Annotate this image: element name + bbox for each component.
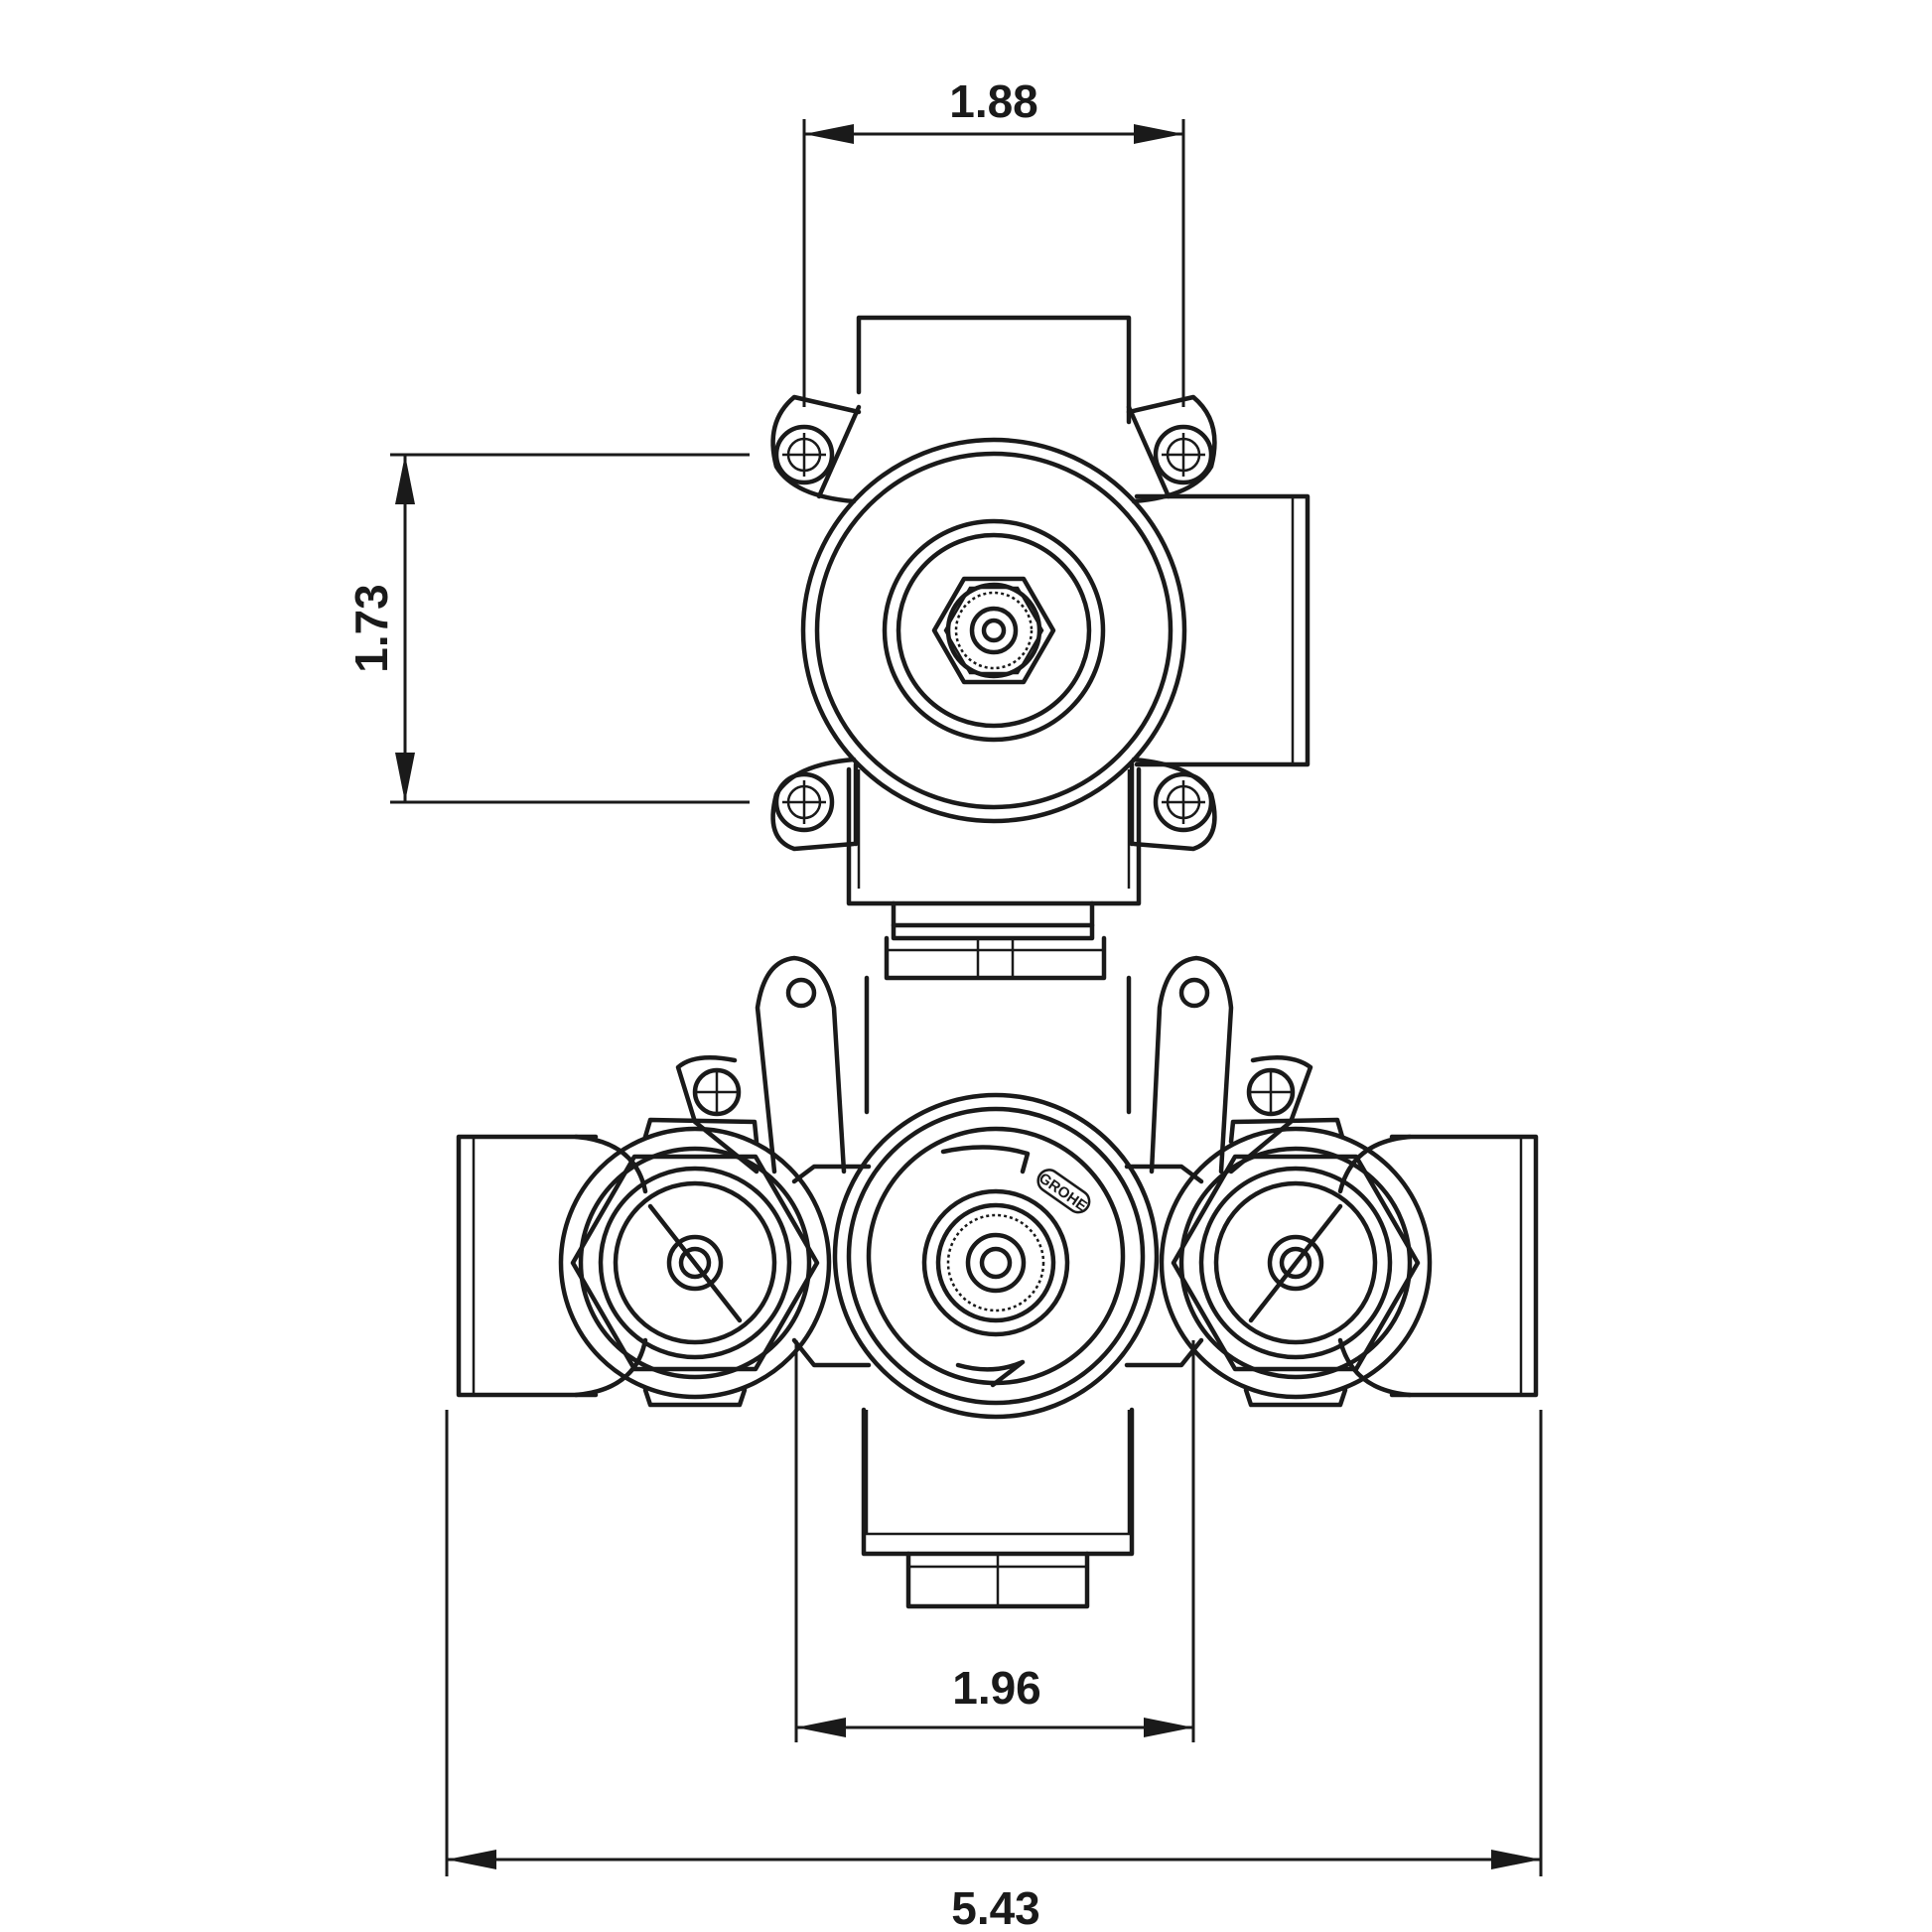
dimension-center-spacing: 1.96 [794, 1340, 1195, 1742]
mounting-lug-top-left [770, 394, 862, 504]
left-mounting-lugs [642, 955, 847, 1174]
top-main-body [800, 437, 1187, 824]
left-pipe-stub [456, 1134, 648, 1398]
dimension-overall-width-label: 5.43 [951, 1882, 1040, 1932]
lower-webs [791, 1337, 1204, 1368]
right-valve-head [1159, 1126, 1433, 1408]
coupling-nut [884, 935, 1107, 981]
center-body-upper [864, 975, 1132, 1115]
mounting-lug-bottom-right [1129, 757, 1217, 852]
center-coupling [884, 922, 1107, 981]
dimension-top-height-label: 1.73 [345, 584, 397, 673]
dimension-overall-width: 5.43 [445, 1410, 1543, 1932]
center-body-lower [861, 1407, 1135, 1557]
dimension-top-height: 1.73 [345, 453, 750, 804]
side-outlet [1134, 493, 1311, 767]
dimension-top-width-label: 1.88 [949, 75, 1038, 127]
right-mounting-lugs [1149, 955, 1345, 1174]
hex-nut [931, 576, 1056, 685]
top-neck [856, 315, 1132, 425]
bottom-skirt [846, 766, 1142, 906]
center-thermostat-head: GROHE [832, 1092, 1160, 1420]
bottom-collar [891, 900, 1095, 928]
dimension-top-width: 1.88 [802, 75, 1185, 407]
left-valve-head [558, 1126, 832, 1408]
bottom-valve-view: GROHE [456, 955, 1539, 1609]
dimension-center-spacing-label: 1.96 [952, 1662, 1041, 1714]
top-valve-view [770, 315, 1311, 928]
mounting-lug-top-right [1126, 394, 1217, 504]
mounting-lug-bottom-left [770, 757, 859, 852]
